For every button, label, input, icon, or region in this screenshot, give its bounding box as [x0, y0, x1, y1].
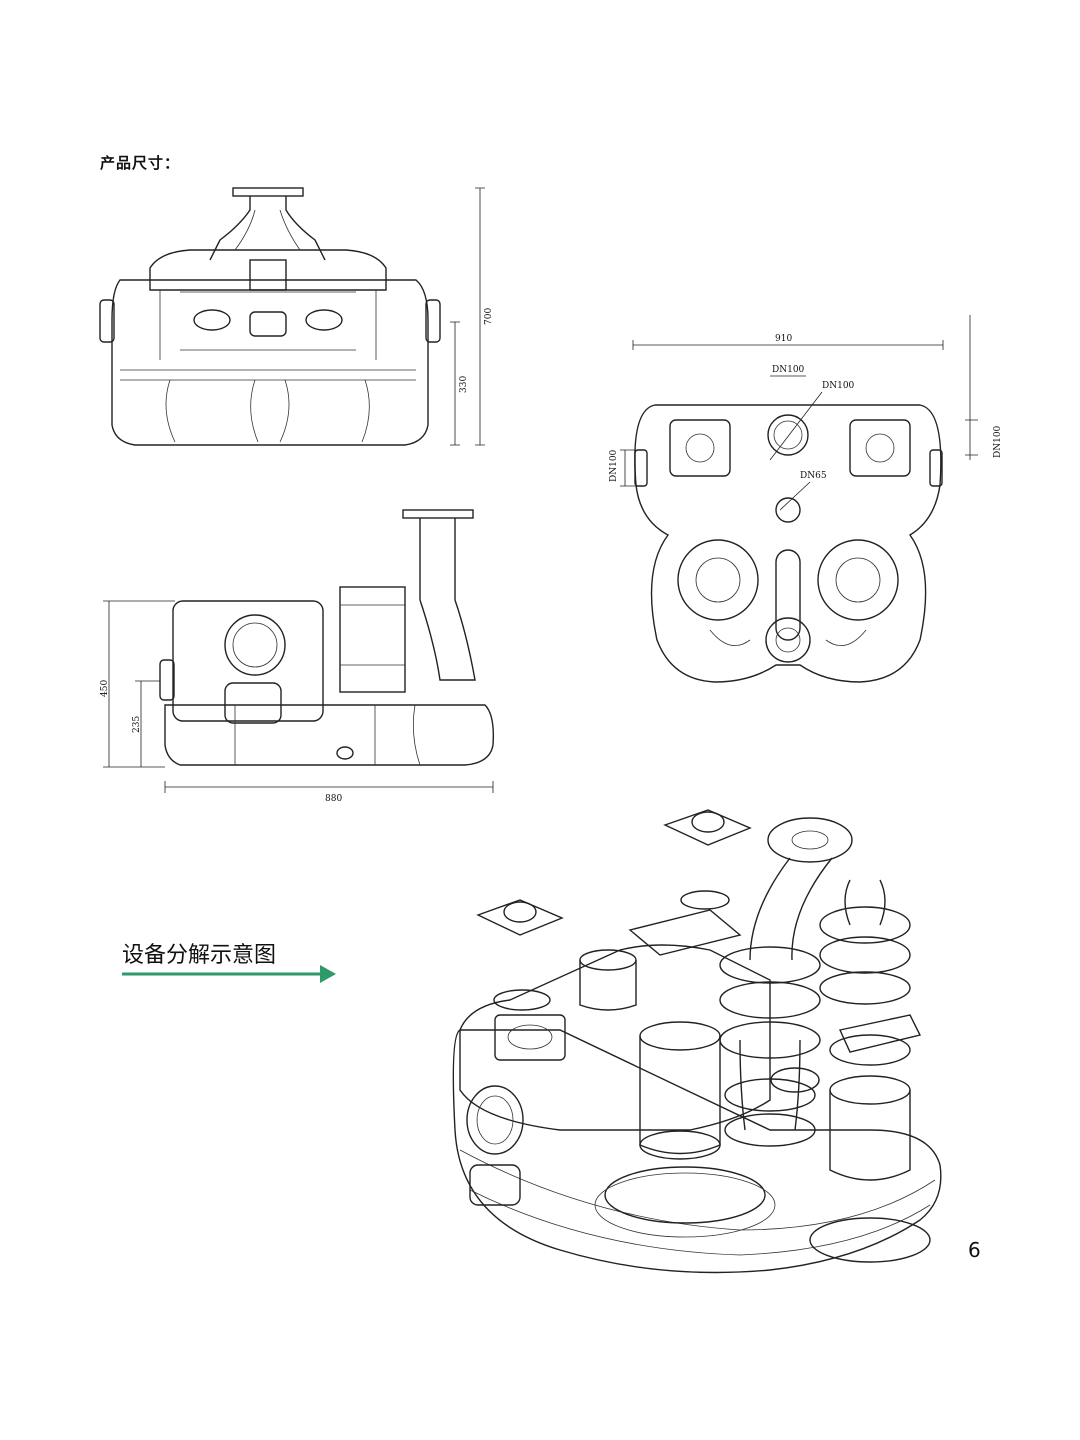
dim-top-inlet: DN100	[772, 365, 805, 375]
dim-top-outlet: DN100	[822, 381, 855, 391]
top-view-drawing: 910 DN100 DN100 DN100 DN100 DN65	[609, 315, 1003, 683]
dim-side-height: 450	[100, 680, 110, 697]
page-number: 6	[968, 1238, 981, 1262]
dim-top-width: 910	[775, 334, 792, 344]
exploded-view-drawing	[452, 809, 942, 1274]
exploded-view-arrow	[122, 965, 336, 983]
side-view-drawing: 450 235 880	[100, 509, 495, 804]
exploded-view-label: 设备分解示意图	[122, 943, 277, 968]
dim-side-length: 880	[325, 794, 342, 804]
dim-front-height-inlet: 330	[459, 376, 469, 393]
dim-top-inlet-right: DN100	[993, 425, 1003, 458]
dim-top-vent: DN65	[800, 471, 827, 481]
front-view-drawing: 700 330	[99, 187, 494, 446]
dim-top-inlet-left: DN100	[609, 449, 619, 482]
dim-side-inlet-height: 235	[132, 716, 142, 733]
dim-front-height-total: 700	[484, 308, 494, 325]
section-title: 产品尺寸：	[100, 154, 181, 172]
